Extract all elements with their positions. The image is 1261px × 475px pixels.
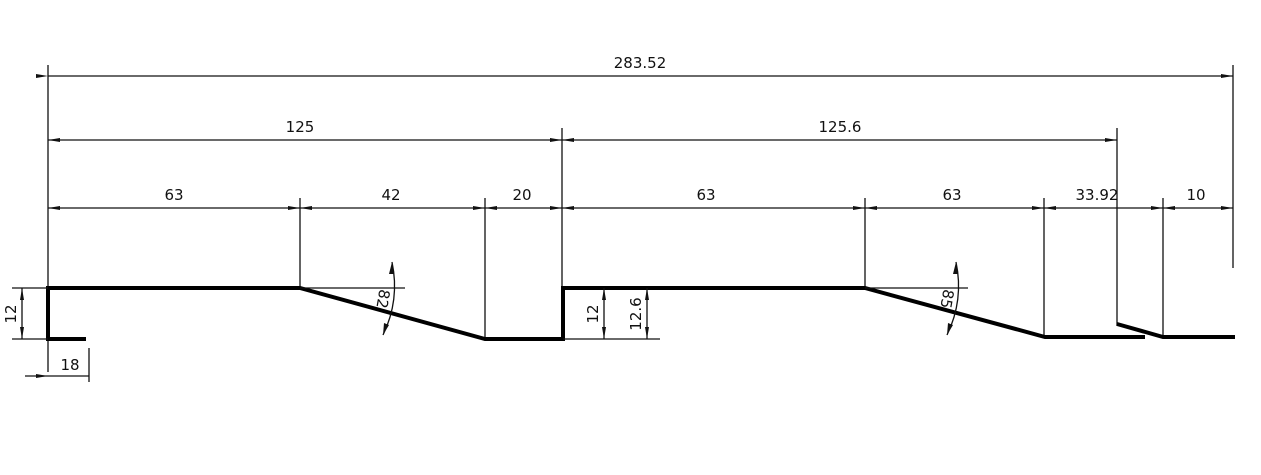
dimension-section-1: 125 [48,118,562,142]
dimension-section-2: 125.6 [562,118,1117,142]
dim-seg-1-label: 63 [164,186,183,204]
angle-dimension-2: 85 [865,261,968,336]
dim-seg-4-label: 63 [696,186,715,204]
angle-dimension-1: 82 [300,261,405,336]
dim-seg-6-label: 33.92 [1076,186,1119,204]
angle-1-label: 82 [372,288,393,310]
dim-seg-3-label: 20 [512,186,531,204]
dim-section-1-label: 125 [286,118,315,136]
dimension-height-left: 12 [2,287,48,340]
dim-height-mid2-label: 12.6 [627,297,645,330]
angle-2-label: 85 [936,288,957,310]
dim-section-2-label: 125.6 [819,118,862,136]
dimension-height-mid: 12 12.6 [563,288,660,340]
dim-seg-2-label: 42 [381,186,400,204]
dimension-segments: 63 42 20 63 63 33.92 10 [48,186,1233,210]
dim-height-left-label: 12 [2,304,20,323]
dim-lip-label: 18 [60,356,79,374]
dim-seg-5-label: 63 [942,186,961,204]
dim-seg-7-label: 10 [1186,186,1205,204]
dim-height-mid-label: 12 [584,304,602,323]
dimension-overall: 283.52 [36,54,1233,78]
dim-overall-label: 283.52 [614,54,667,72]
extension-lines [47,65,1234,382]
dimension-lip: 18 [25,356,89,378]
